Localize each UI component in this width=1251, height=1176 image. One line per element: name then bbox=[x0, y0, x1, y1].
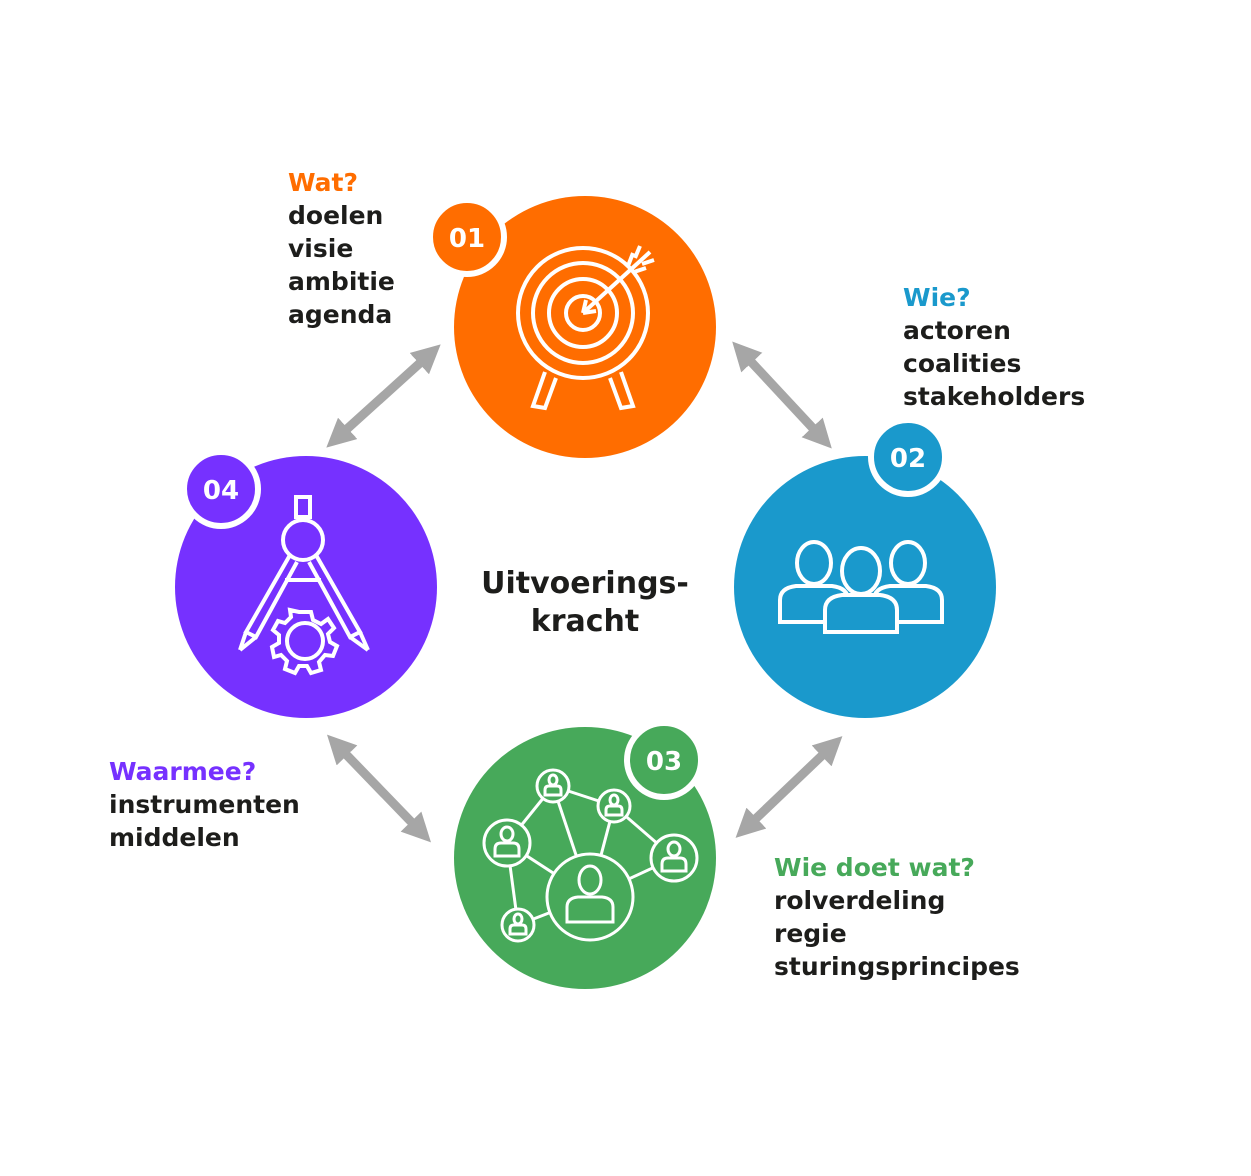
label-02-item: stakeholders bbox=[903, 382, 1086, 411]
label-01-item: ambitie bbox=[288, 267, 395, 296]
node-01: 01 bbox=[427, 196, 716, 458]
center-label: Uitvoerings- kracht bbox=[460, 565, 710, 641]
node-03-number: 03 bbox=[646, 747, 682, 777]
label-03-question: Wie doet wat? bbox=[774, 853, 975, 882]
network-people-icon bbox=[482, 768, 699, 943]
node-02: 02 bbox=[734, 417, 996, 718]
label-01: Wat? doelen visie ambitie agenda bbox=[288, 166, 395, 331]
label-02-item: actoren bbox=[903, 316, 1011, 345]
label-02-question: Wie? bbox=[903, 283, 971, 312]
center-label-line1: Uitvoerings- bbox=[481, 566, 689, 601]
label-04-item: middelen bbox=[109, 823, 240, 852]
node-04-number: 04 bbox=[203, 476, 239, 506]
node-03-badge bbox=[624, 720, 704, 800]
compass-gear-icon bbox=[238, 495, 370, 676]
label-04: Waarmee? instrumenten middelen bbox=[109, 755, 300, 854]
node-04: 04 bbox=[175, 449, 437, 718]
label-02-item: coalities bbox=[903, 349, 1022, 378]
label-01-item: doelen bbox=[288, 201, 384, 230]
arrow-02-03 bbox=[735, 736, 843, 838]
node-01-number: 01 bbox=[449, 224, 485, 254]
label-01-question: Wat? bbox=[288, 168, 359, 197]
label-03-item: sturingsprincipes bbox=[774, 952, 1020, 981]
node-02-badge bbox=[868, 417, 948, 497]
node-04-badge bbox=[181, 449, 261, 529]
label-01-item: agenda bbox=[288, 300, 393, 329]
label-02: Wie? actoren coalities stakeholders bbox=[903, 281, 1085, 413]
label-04-item: instrumenten bbox=[109, 790, 300, 819]
label-04-question: Waarmee? bbox=[109, 757, 257, 786]
arrow-03-04 bbox=[326, 734, 432, 843]
label-01-item: visie bbox=[288, 234, 354, 263]
label-03-item: regie bbox=[774, 919, 847, 948]
arrow-01-02 bbox=[732, 341, 832, 449]
center-label-line2: kracht bbox=[530, 604, 640, 639]
label-03-item: rolverdeling bbox=[774, 886, 946, 915]
label-03: Wie doet wat? rolverdeling regie sturing… bbox=[774, 851, 1020, 983]
people-group-icon bbox=[778, 540, 944, 634]
target-arrow-icon bbox=[516, 245, 655, 411]
node-03: 03 bbox=[454, 720, 716, 989]
cycle-arrows bbox=[326, 341, 843, 843]
node-02-number: 02 bbox=[890, 444, 926, 474]
arrow-04-01 bbox=[326, 344, 441, 448]
node-01-badge bbox=[427, 197, 507, 277]
